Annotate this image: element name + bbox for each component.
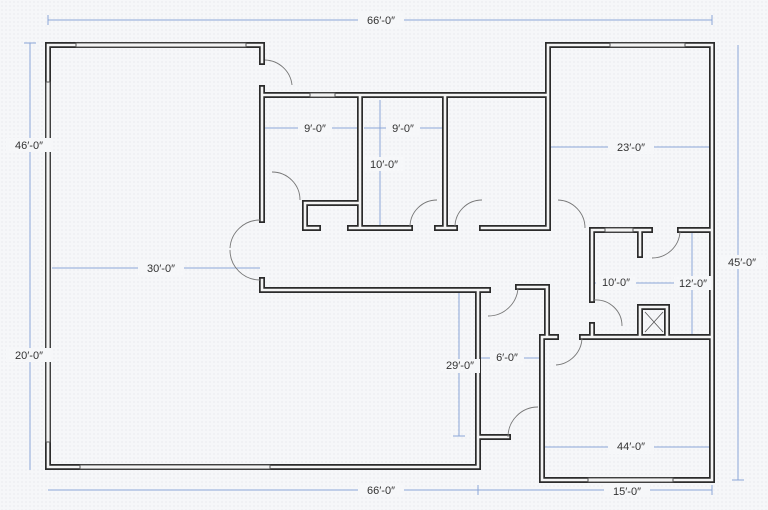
closet-x-icon: [644, 311, 664, 333]
windows: [45, 42, 686, 483]
dim-bottom-right: 15′-0″: [613, 486, 641, 498]
dim-bedroom2-depth: 10′-0″: [370, 159, 398, 171]
dim-garage-width: 44′-0″: [617, 441, 645, 453]
door-swings: [229, 59, 681, 438]
dim-hall-width: 6′-0″: [496, 352, 518, 364]
dim-master: 23′-0″: [617, 142, 645, 154]
dimension-labels: 66′-0″ 46′-0″ 20′-0″ 30′-0″ 9′-0″ 9′-0″ …: [6, 13, 766, 498]
dim-room-depth: 29′-0″: [446, 360, 474, 372]
dim-top-width: 66′-0″: [367, 15, 395, 27]
dim-bath-depth: 12′-0″: [679, 278, 707, 290]
dim-bedroom1: 9′-0″: [304, 123, 326, 135]
dim-bedroom2: 9′-0″: [392, 123, 414, 135]
dim-left-upper: 46′-0″: [15, 140, 43, 152]
dim-bath-width: 10′-0″: [602, 277, 630, 289]
dim-great-room: 30′-0″: [147, 263, 175, 275]
dim-right-height: 45′-0″: [728, 257, 756, 269]
dim-bottom-width: 66′-0″: [367, 485, 395, 497]
dim-left-lower: 20′-0″: [15, 350, 43, 362]
dimension-lines: [24, 15, 744, 495]
